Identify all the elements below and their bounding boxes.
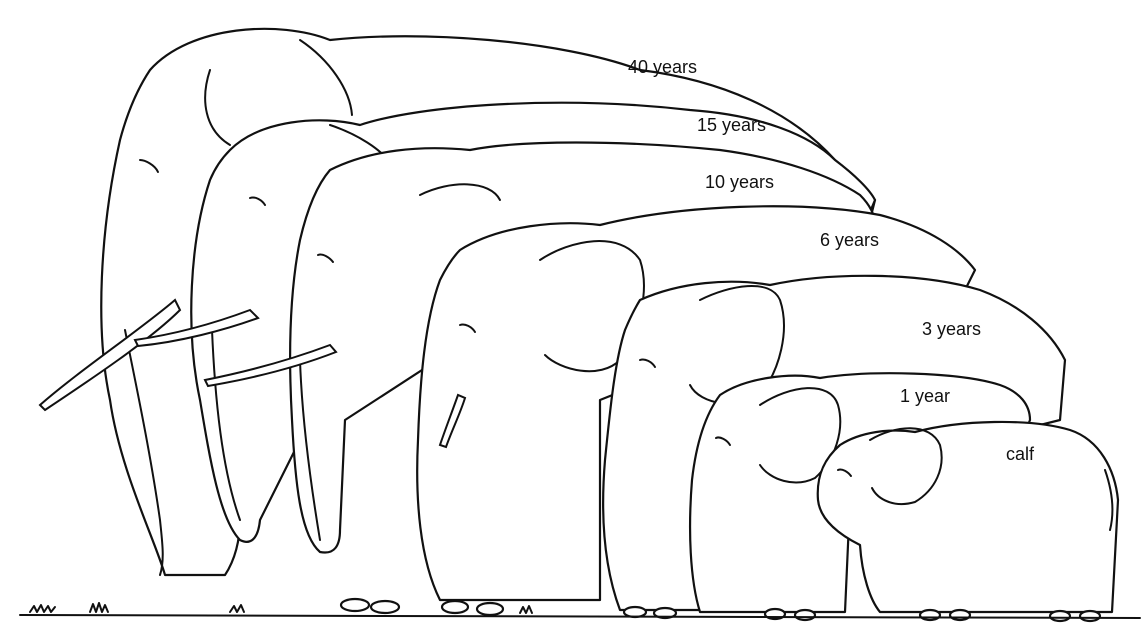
label-calf: calf — [1006, 444, 1035, 464]
label-1-year: 1 year — [900, 386, 950, 406]
label-40-years: 40 years — [628, 57, 697, 77]
label-10-years: 10 years — [705, 172, 774, 192]
label-3-years: 3 years — [922, 319, 981, 339]
label-6-years: 6 years — [820, 230, 879, 250]
label-15-years: 15 years — [697, 115, 766, 135]
elephant-calf — [818, 422, 1118, 612]
